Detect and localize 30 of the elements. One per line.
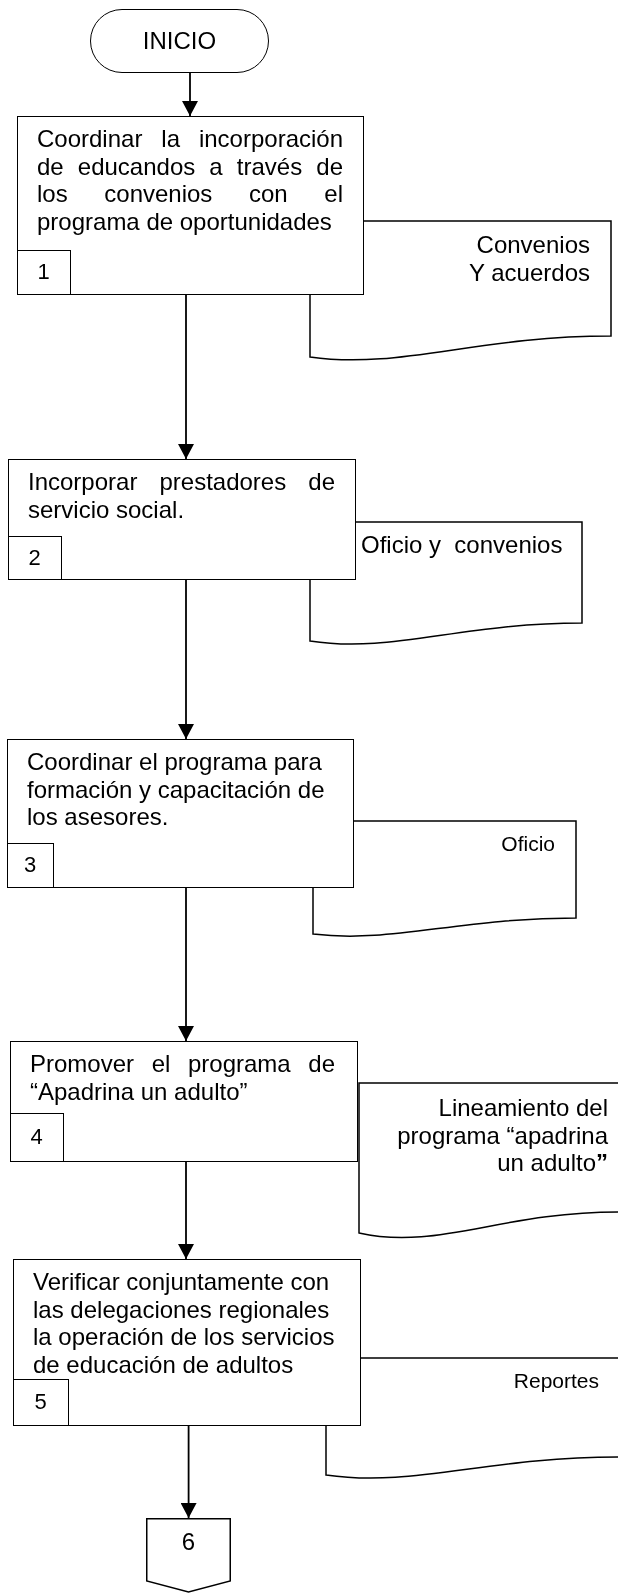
step-number-box: 5 — [12, 1378, 69, 1426]
step-number-box: 4 — [9, 1112, 64, 1162]
arrow — [178, 1161, 194, 1260]
step-number-box: 3 — [6, 842, 54, 888]
arrow — [182, 72, 198, 117]
document-label: Oficio y convenios — [361, 531, 564, 559]
arrow — [178, 579, 194, 740]
terminator-label: INICIO — [142, 27, 217, 55]
process-text: Incorporar prestadores de servicio social. — [28, 468, 335, 524]
arrow — [178, 887, 194, 1042]
process-box — [10, 1041, 358, 1162]
arrow — [180, 1425, 197, 1519]
process-text: Coordinar la incorporación de educandos a través de los convenios con el programa de oportunidades — [37, 125, 343, 236]
document-label: Lineamiento del programa “apadrina un adulto” — [396, 1094, 608, 1177]
document-label: Convenios Y acuerdos — [468, 231, 590, 287]
process-box — [7, 739, 354, 888]
process-box — [8, 459, 356, 580]
process-text: Coordinar el programa para formación y capacitación de los asesores. — [27, 748, 326, 831]
process-box — [17, 116, 364, 295]
document-shape — [313, 821, 576, 940]
step-number-box: 1 — [16, 249, 71, 295]
document-label: Oficio — [500, 832, 555, 856]
process-text: Promover el programa de “Apadrina un adulto” — [30, 1050, 335, 1106]
step-number-box: 2 — [7, 535, 62, 580]
connector-label: 6 — [181, 1528, 196, 1557]
off-page-connector — [146, 1518, 231, 1593]
document-label: Reportes — [512, 1369, 599, 1393]
process-box — [13, 1259, 361, 1426]
arrow — [178, 294, 194, 460]
process-text: Verificar conjuntamente con las delegaciones regionales la operación de los servicios de educación de adultos — [33, 1268, 336, 1379]
